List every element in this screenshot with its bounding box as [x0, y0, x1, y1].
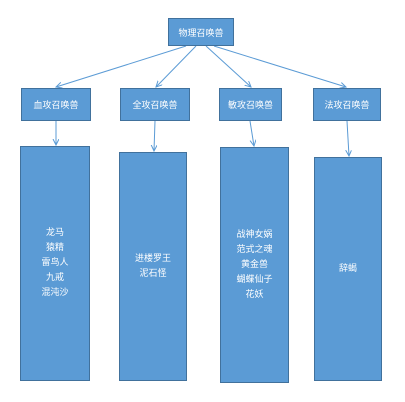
list-item: 雷鸟人: [41, 258, 69, 268]
category-label: 敏攻召唤兽: [227, 101, 273, 111]
arrow-cat-4-to-panel: [347, 120, 349, 156]
arrow-root-to-cat-2: [156, 45, 197, 87]
list-item: 泥石怪: [139, 268, 167, 279]
item-panel-2: 进楼罗王 泥石怪: [119, 152, 187, 381]
category-node-3: 敏攻召唤兽: [219, 88, 282, 121]
category-node-1: 血攻召唤兽: [21, 88, 91, 121]
list-item: 混沌沙: [41, 288, 69, 298]
category-node-4: 法攻召唤兽: [313, 88, 381, 121]
root-node: 物理召唤兽: [168, 18, 234, 46]
arrow-root-to-cat-1: [56, 45, 187, 87]
list-item: 战神女娲: [236, 229, 273, 240]
item-panel-1: 龙马 猿精 雷鸟人 九戒 混沌沙: [20, 146, 90, 381]
category-label: 法攻召唤兽: [324, 101, 370, 111]
list-item: 花妖: [245, 289, 264, 300]
arrow-root-to-cat-3: [205, 45, 251, 87]
arrow-root-to-cat-4: [213, 45, 346, 87]
list-item: 进楼罗王: [134, 253, 171, 264]
category-node-2: 全攻召唤兽: [120, 88, 190, 121]
arrow-cat-3-to-panel: [249, 120, 254, 146]
arrow-cat-2-to-panel: [154, 120, 155, 151]
category-label: 全攻召唤兽: [132, 101, 178, 111]
list-item: 龙马: [45, 228, 64, 238]
item-panel-3: 战神女娲 范式之魂 黄金兽 蝴蝶仙子 花妖: [220, 147, 289, 383]
item-panel-4: 辞蝎: [314, 157, 382, 381]
list-item: 范式之魂: [236, 244, 273, 255]
list-item: 猿精: [45, 243, 64, 253]
list-item: 九戒: [45, 273, 64, 283]
list-item: 黄金兽: [240, 259, 268, 270]
list-item: 辞蝎: [338, 263, 357, 274]
root-node-label: 物理召唤兽: [178, 28, 224, 39]
category-label: 血攻召唤兽: [33, 101, 79, 111]
list-item: 蝴蝶仙子: [236, 274, 273, 285]
